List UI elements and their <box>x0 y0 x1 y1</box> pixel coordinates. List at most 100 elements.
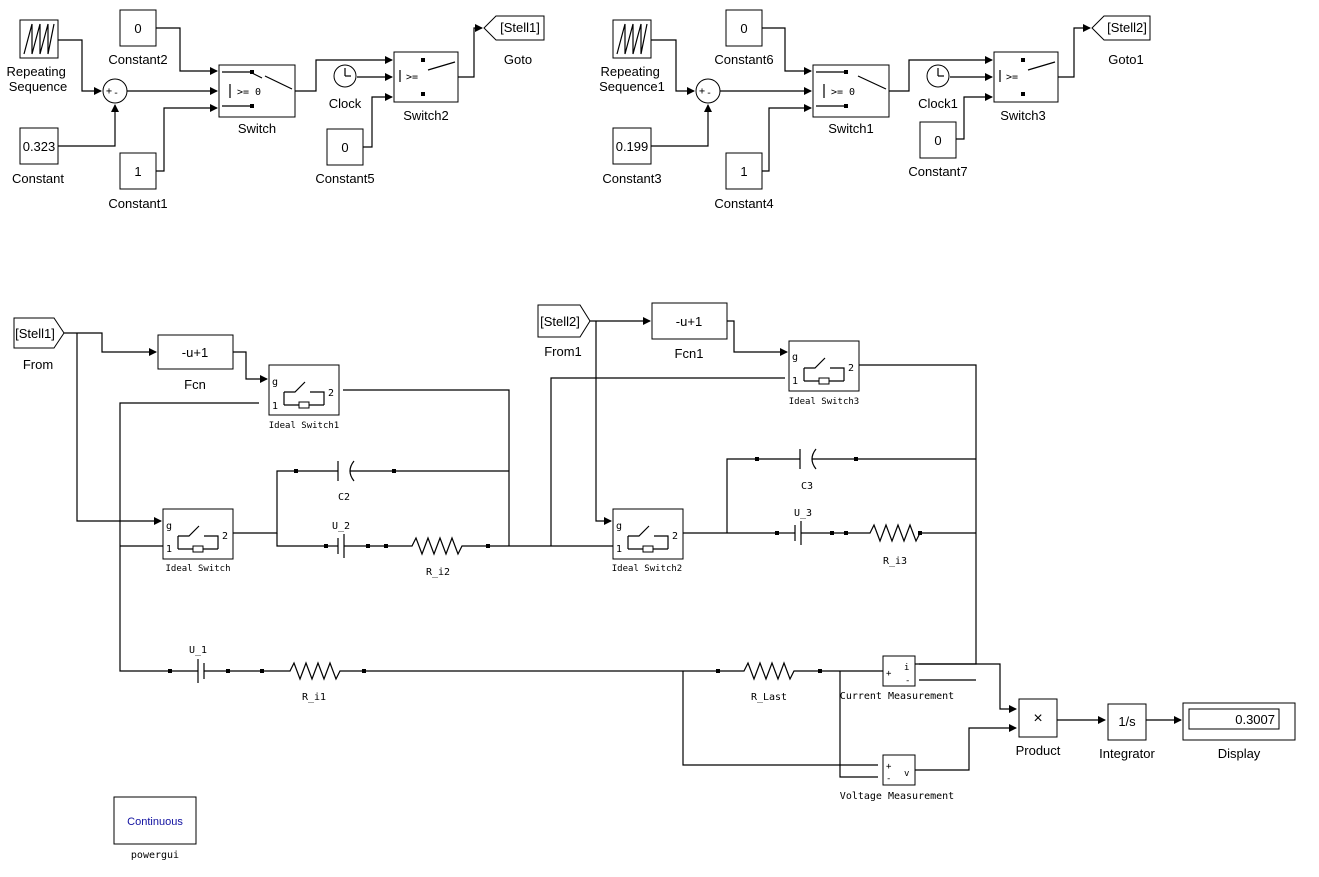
sum-sign-minus: - <box>113 88 119 99</box>
constant1-block[interactable] <box>119 152 157 190</box>
switch1-cond: >= 0 <box>831 87 855 98</box>
integrator-label: Integrator <box>1099 746 1155 761</box>
constant7-label: Constant7 <box>908 164 967 179</box>
clock-block[interactable] <box>333 64 357 88</box>
source-u1[interactable] <box>168 659 230 683</box>
cm-port-i: i <box>904 663 909 673</box>
ideal-switch3-label: Ideal Switch3 <box>789 397 859 407</box>
ideal-switch3-port-2: 2 <box>848 363 854 374</box>
powergui-mode: Continuous <box>127 816 183 828</box>
constant2-block[interactable] <box>119 9 157 47</box>
constant6-block[interactable] <box>725 9 763 47</box>
fcn1-block[interactable] <box>651 302 728 340</box>
constant5-label: Constant5 <box>315 171 374 186</box>
c2-label: C2 <box>338 492 350 503</box>
current-measurement-label: Current Measurement <box>840 691 954 702</box>
constant6-label: Constant6 <box>714 52 773 67</box>
constant4-value: 1 <box>740 164 747 179</box>
constant3-value: 0.199 <box>616 139 649 154</box>
constant-block[interactable] <box>19 127 59 165</box>
repeating-sequence1-block[interactable] <box>612 19 652 59</box>
current-measurement-block[interactable]: + i - <box>882 655 916 687</box>
capacitor-c3[interactable] <box>755 448 858 470</box>
capacitor-c2[interactable] <box>294 460 396 482</box>
integrator-expr: 1/s <box>1118 714 1136 729</box>
repeating-sequence-block[interactable] <box>19 19 59 59</box>
clock1-label: Clock1 <box>918 96 958 111</box>
from-tag: [Stell1] <box>15 326 55 341</box>
from1-block[interactable]: [Stell2] <box>537 304 591 338</box>
cm-plus: + <box>886 669 892 679</box>
integrator-block[interactable] <box>1107 703 1147 741</box>
switch-block[interactable]: >= 0 <box>218 64 296 118</box>
constant-value: 0.323 <box>23 139 56 154</box>
vm-minus: - <box>886 774 891 784</box>
switch-cond: >= 0 <box>237 87 261 98</box>
ideal-switch2-label: Ideal Switch2 <box>612 564 682 574</box>
ideal-switch1-port-g: g <box>272 377 278 388</box>
clock1-block[interactable] <box>926 64 950 88</box>
sum1-block[interactable]: + - <box>695 78 721 104</box>
switch2-block[interactable]: >= <box>393 51 459 103</box>
sum-block[interactable]: + - <box>102 78 128 104</box>
constant1-value: 1 <box>134 164 141 179</box>
r-last-label: R_Last <box>751 692 787 703</box>
from1-tag: [Stell2] <box>540 314 580 329</box>
voltage-measurement-label: Voltage Measurement <box>840 791 954 802</box>
constant2-value: 0 <box>134 21 141 36</box>
switch1-block[interactable]: >= 0 <box>812 64 890 118</box>
from-label: From <box>23 357 53 372</box>
ideal-switch-port-g: g <box>166 521 172 532</box>
product-block[interactable] <box>1018 698 1058 738</box>
constant7-block[interactable] <box>919 121 957 159</box>
powergui-block[interactable] <box>113 796 197 845</box>
resistor-r-i1[interactable] <box>260 661 366 681</box>
from1-label: From1 <box>544 344 582 359</box>
constant7-value: 0 <box>934 133 941 148</box>
ideal-switch2-port-g: g <box>616 521 622 532</box>
constant1-label: Constant1 <box>108 196 167 211</box>
switch3-block[interactable]: >= <box>993 51 1059 103</box>
ideal-switch-label: Ideal Switch <box>165 564 230 574</box>
source-u2[interactable] <box>324 534 370 558</box>
product-label: Product <box>1016 743 1061 758</box>
fcn-block[interactable] <box>157 334 234 370</box>
fcn-expr: -u+1 <box>182 345 208 360</box>
u3-label: U_3 <box>794 508 812 519</box>
sum1-sign-minus: - <box>706 88 712 99</box>
ideal-switch-block[interactable]: g 1 2 <box>162 508 234 560</box>
vm-port-v: v <box>904 769 909 779</box>
ideal-switch1-label: Ideal Switch1 <box>269 421 339 431</box>
fcn1-label: Fcn1 <box>675 346 704 361</box>
ideal-switch-port-1: 1 <box>166 544 172 555</box>
constant3-block[interactable] <box>612 127 652 165</box>
goto1-block[interactable]: [Stell2] <box>1091 15 1151 41</box>
ideal-switch1-port-1: 1 <box>272 401 278 412</box>
r-i1-label: R_i1 <box>302 692 326 703</box>
voltage-measurement-block[interactable]: + - v <box>882 754 916 786</box>
powergui-label: powergui <box>131 850 179 861</box>
source-u3[interactable] <box>775 521 834 545</box>
u1-label: U_1 <box>189 645 207 656</box>
ideal-switch2-block[interactable]: g 1 2 <box>612 508 684 560</box>
display-block[interactable]: 0.3007 <box>1182 702 1296 741</box>
constant3-label: Constant3 <box>602 171 661 186</box>
resistor-r-i3[interactable] <box>834 523 922 543</box>
switch2-cond: >= <box>406 72 418 83</box>
from-block[interactable]: [Stell1] <box>13 317 65 349</box>
cm-minus: - <box>905 676 910 686</box>
constant5-block[interactable] <box>326 128 364 166</box>
r-i2-label: R_i2 <box>426 567 450 578</box>
ideal-switch1-block[interactable]: g 1 2 <box>268 364 340 416</box>
goto1-tag: [Stell2] <box>1107 20 1147 35</box>
switch1-label: Switch1 <box>828 121 874 136</box>
u2-label: U_2 <box>332 521 350 532</box>
goto-block[interactable]: [Stell1] <box>483 15 545 41</box>
ideal-switch3-block[interactable]: g 1 2 <box>788 340 860 392</box>
constant6-value: 0 <box>740 21 747 36</box>
ideal-switch2-port-2: 2 <box>672 531 678 542</box>
resistor-r-last[interactable] <box>716 661 822 681</box>
constant5-value: 0 <box>341 140 348 155</box>
resistor-r-i2[interactable] <box>370 536 490 556</box>
